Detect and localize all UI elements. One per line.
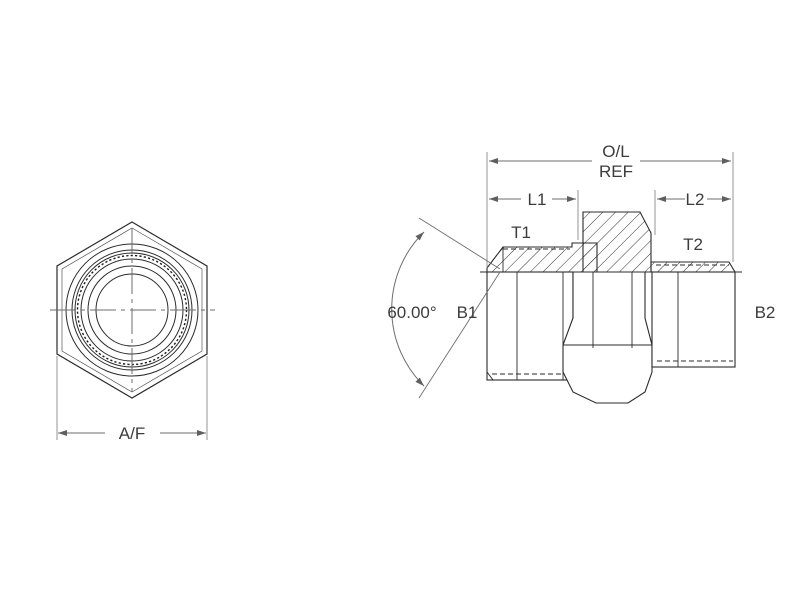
end-view-group: A/F bbox=[50, 221, 215, 443]
section-body-port2-hatch bbox=[650, 261, 736, 273]
hex-boss-lower-profile bbox=[562, 271, 653, 404]
section-hex-boss-hatch bbox=[582, 211, 652, 273]
port2-outer-profile bbox=[651, 271, 736, 368]
angle-leader-lower bbox=[418, 271, 501, 399]
ol-label: O/L bbox=[602, 142, 629, 161]
angle-label: 60.00° bbox=[387, 303, 436, 322]
port1-chamfer-lower bbox=[486, 371, 494, 381]
af-label: A/F bbox=[119, 424, 145, 443]
l1-label: L1 bbox=[528, 190, 547, 209]
t2-label: T2 bbox=[683, 235, 703, 254]
section-view-group: O/L REF L1 L2 60.00° T1 T2 B1 B2 bbox=[387, 142, 776, 404]
b1-label: B1 bbox=[457, 303, 478, 322]
t1-label: T1 bbox=[511, 223, 531, 242]
port1-outer-profile bbox=[486, 271, 574, 381]
section-body-port1-hatch bbox=[486, 242, 598, 273]
l2-label: L2 bbox=[686, 190, 705, 209]
angle-leader-upper bbox=[418, 217, 501, 270]
ol-ref-label: REF bbox=[599, 162, 633, 181]
angle-arc bbox=[391, 231, 425, 387]
b2-label: B2 bbox=[755, 303, 776, 322]
hex-outline bbox=[56, 221, 208, 399]
